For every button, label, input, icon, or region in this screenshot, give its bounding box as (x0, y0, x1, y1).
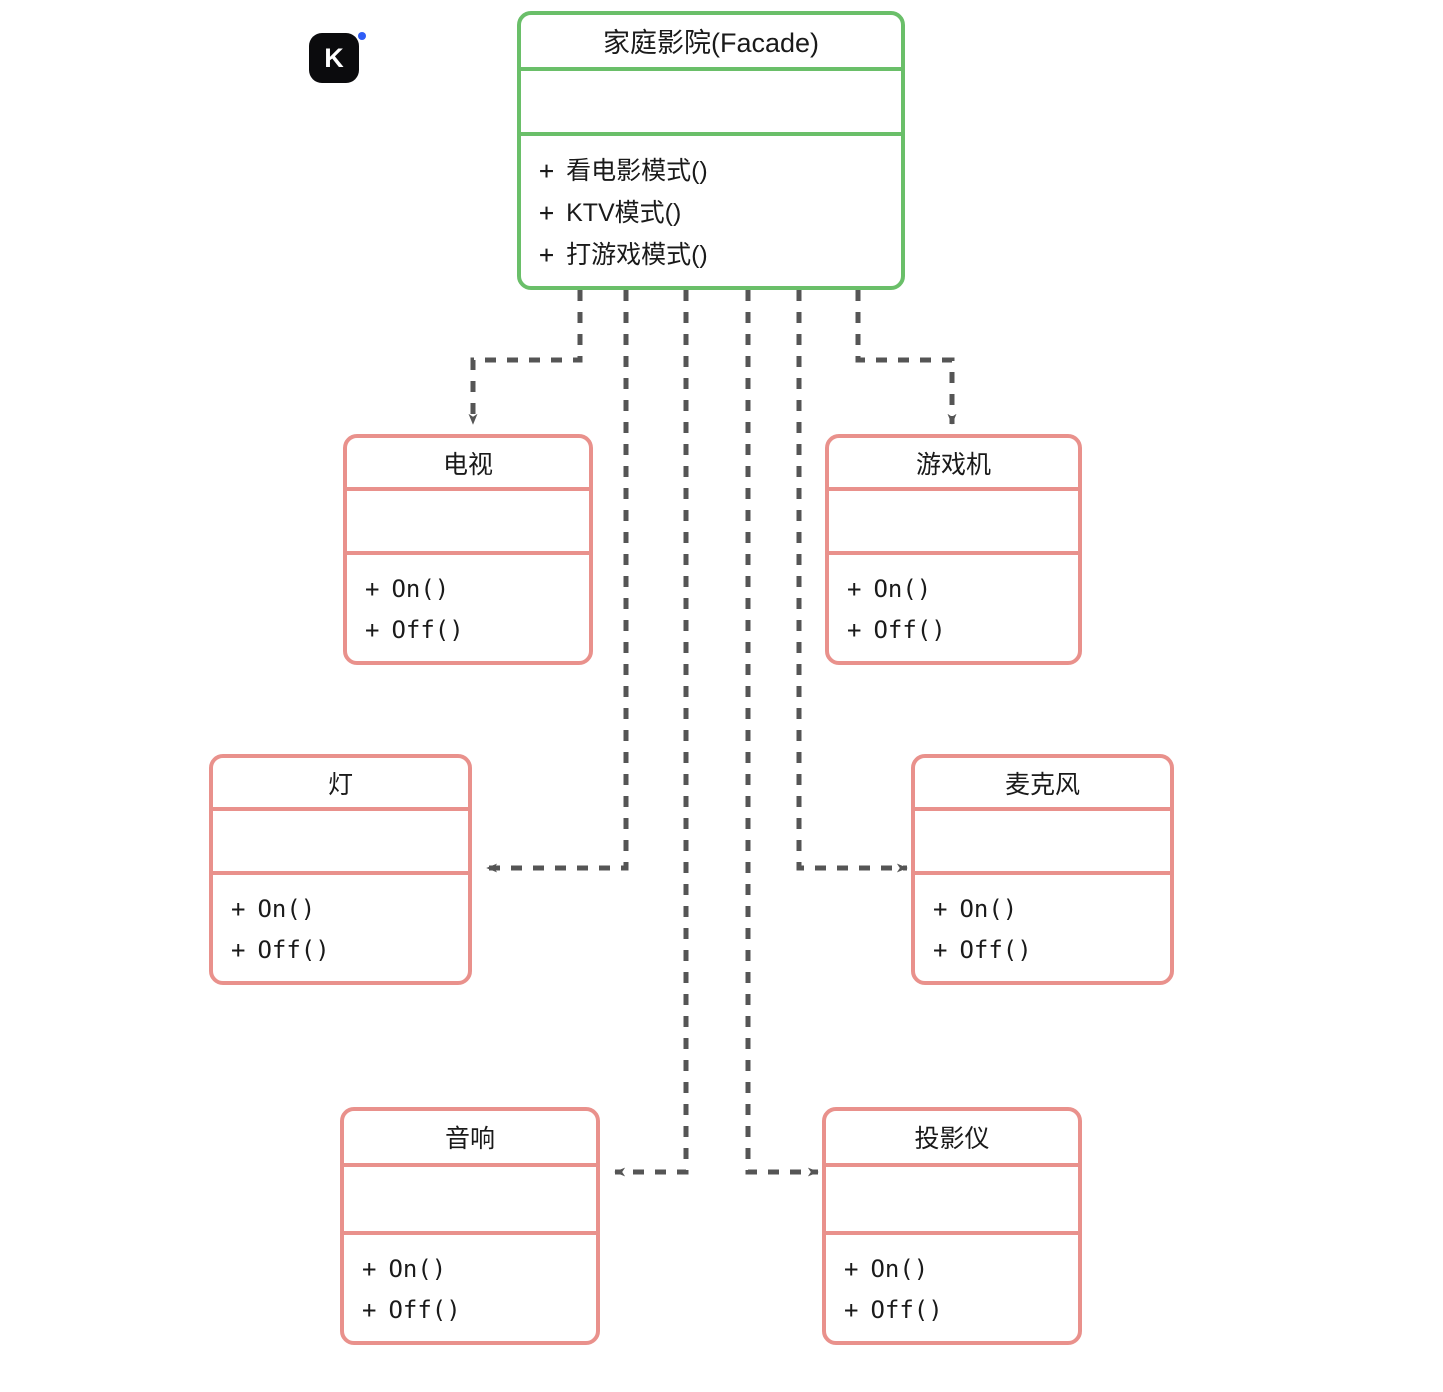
edge-facade-to-projector (745, 290, 819, 1177)
class-title-tv: 电视 (347, 438, 589, 492)
class-node-light[interactable]: 灯 + On() + Off() (209, 754, 472, 985)
class-title-light: 灯 (213, 758, 468, 812)
operation-row: + On() (826, 1249, 1078, 1290)
logo-letter: K (324, 42, 344, 73)
operation-visibility: + (231, 936, 246, 964)
class-operations-projector: + On() + Off() (826, 1235, 1078, 1341)
operation-visibility: + (933, 936, 948, 964)
class-attributes-tv (347, 491, 589, 555)
operation-signature: On() (391, 575, 450, 603)
class-node-facade[interactable]: 家庭影院(Facade) + 看电影模式() + KTV模式() + 打游戏模式… (517, 11, 905, 290)
class-operations-facade: + 看电影模式() + KTV模式() + 打游戏模式() (521, 136, 901, 286)
operation-row: + On() (344, 1249, 596, 1290)
operation-row: + On() (915, 889, 1170, 930)
operation-visibility: + (844, 1296, 859, 1324)
operation-visibility: + (844, 1255, 859, 1283)
class-title-facade: 家庭影院(Facade) (521, 15, 901, 71)
class-operations-speaker: + On() + Off() (344, 1235, 596, 1341)
operation-row: + Off() (829, 610, 1078, 651)
operation-visibility: + (539, 156, 555, 185)
class-attributes-microphone (915, 811, 1170, 875)
operation-row: + 打游戏模式() (521, 234, 901, 276)
class-title-microphone: 麦克风 (915, 758, 1170, 812)
operation-signature: On() (959, 895, 1018, 923)
class-operations-light: + On() + Off() (213, 875, 468, 981)
operation-row: + KTV模式() (521, 192, 901, 234)
class-title-console: 游戏机 (829, 438, 1078, 492)
operation-visibility: + (362, 1255, 377, 1283)
class-title-projector: 投影仪 (826, 1111, 1078, 1168)
operation-row: + On() (213, 889, 468, 930)
operation-signature: On() (257, 895, 316, 923)
operation-visibility: + (539, 198, 555, 227)
operation-row: + Off() (826, 1290, 1078, 1331)
class-attributes-facade (521, 71, 901, 136)
operation-signature: Off() (870, 1296, 943, 1324)
operation-row: + Off() (344, 1290, 596, 1331)
class-title-speaker: 音响 (344, 1111, 596, 1168)
class-node-tv[interactable]: 电视 + On() + Off() (343, 434, 593, 665)
operation-visibility: + (365, 575, 380, 603)
logo-dot-icon (358, 32, 366, 40)
k-logo-icon: K (309, 32, 366, 83)
edge-facade-to-console (855, 290, 957, 425)
operation-visibility: + (933, 895, 948, 923)
class-node-console[interactable]: 游戏机 + On() + Off() (825, 434, 1082, 665)
operation-signature: Off() (959, 936, 1032, 964)
operation-signature: On() (870, 1255, 929, 1283)
operation-signature: On() (873, 575, 932, 603)
class-attributes-console (829, 491, 1078, 555)
operation-visibility: + (847, 575, 862, 603)
operation-signature: Off() (257, 936, 330, 964)
operation-row: + 看电影模式() (521, 150, 901, 192)
class-node-microphone[interactable]: 麦克风 + On() + Off() (911, 754, 1174, 985)
operation-visibility: + (847, 616, 862, 644)
operation-signature: On() (388, 1255, 447, 1283)
operation-row: + On() (829, 569, 1078, 610)
operation-signature: Off() (391, 616, 464, 644)
operation-row: + On() (347, 569, 589, 610)
edge-facade-to-tv (468, 290, 583, 425)
operation-signature: 看电影模式() (566, 157, 708, 185)
class-node-projector[interactable]: 投影仪 + On() + Off() (822, 1107, 1082, 1345)
operation-row: + Off() (213, 930, 468, 971)
operation-visibility: + (539, 240, 555, 269)
operation-visibility: + (362, 1296, 377, 1324)
operation-signature: 打游戏模式() (566, 241, 708, 269)
operation-row: + Off() (915, 930, 1170, 971)
class-attributes-speaker (344, 1167, 596, 1235)
class-operations-tv: + On() + Off() (347, 555, 589, 661)
class-operations-console: + On() + Off() (829, 555, 1078, 661)
class-node-speaker[interactable]: 音响 + On() + Off() (340, 1107, 600, 1345)
operation-visibility: + (365, 616, 380, 644)
edge-facade-to-speaker (614, 290, 689, 1177)
operation-signature: KTV模式() (566, 199, 682, 227)
operation-visibility: + (231, 895, 246, 923)
class-attributes-light (213, 811, 468, 875)
operation-signature: Off() (388, 1296, 461, 1324)
operation-row: + Off() (347, 610, 589, 651)
class-attributes-projector (826, 1167, 1078, 1235)
class-operations-microphone: + On() + Off() (915, 875, 1170, 981)
operation-signature: Off() (873, 616, 946, 644)
